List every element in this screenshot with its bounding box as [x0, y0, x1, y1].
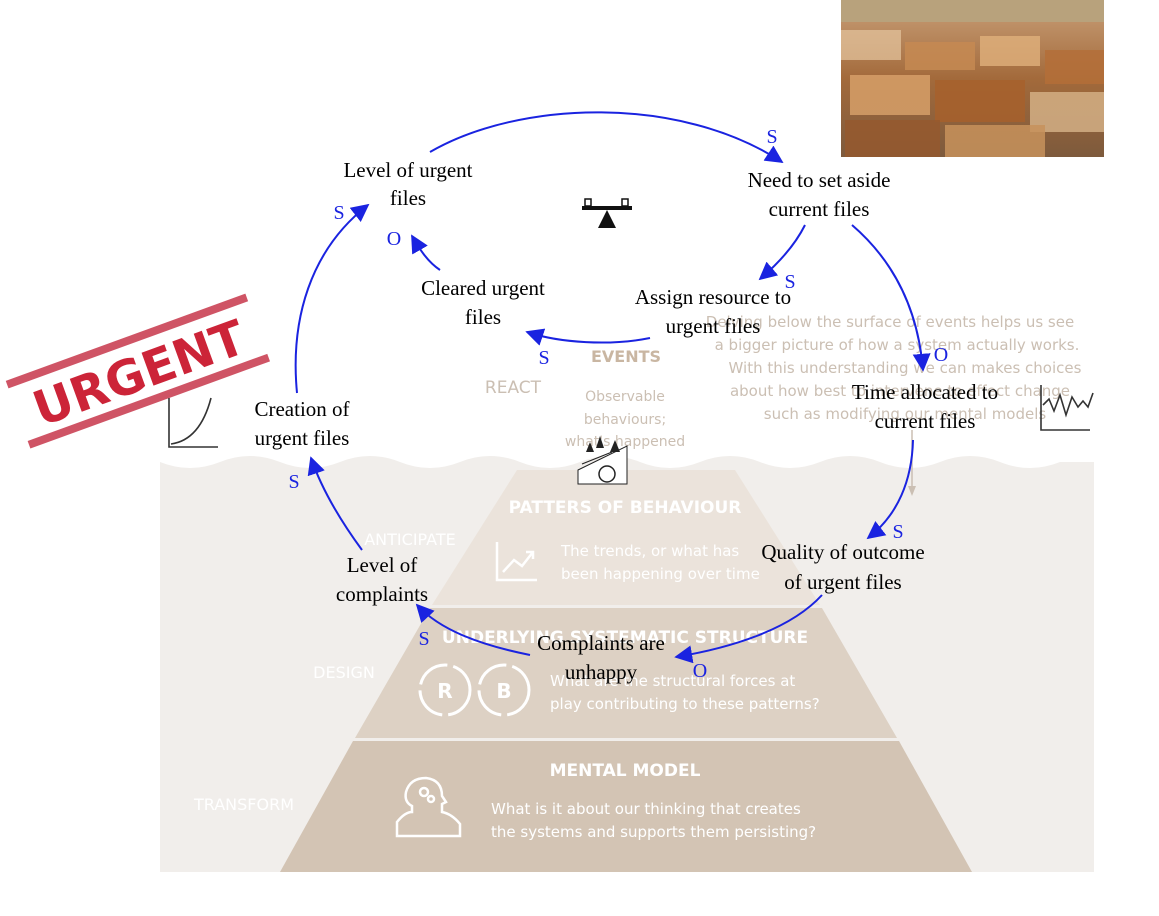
node-level-urgent-2: files	[390, 186, 426, 210]
node-complaints-1: Level of	[347, 553, 418, 577]
anticipate-label: ANTICIPATE	[364, 530, 456, 549]
iceberg-background	[160, 456, 1094, 872]
node-quality-1: Quality of outcome	[761, 540, 924, 564]
polarity-unhappy-complaints: S	[418, 628, 429, 650]
link-quality-to-unhappy	[674, 594, 823, 664]
causal-links	[294, 111, 931, 664]
structure-desc-2: play contributing to these patterns?	[550, 695, 820, 713]
link-setaside-to-assign	[758, 224, 806, 281]
link-setaside-to-time	[851, 224, 931, 372]
urgent-stamp-text: URGENT	[26, 310, 253, 438]
mental-title: MENTAL MODEL	[550, 761, 701, 781]
polarity-time-quality: S	[892, 521, 903, 543]
pyramid-tier-patterns	[432, 470, 820, 605]
mental-desc-2: the systems and supports them persisting…	[491, 823, 816, 841]
link-unhappy-to-complaints	[415, 603, 531, 656]
polarity-setaside-assign: S	[784, 271, 795, 293]
node-assign-2: urgent files	[666, 314, 761, 338]
node-unhappy-2: unhappy	[565, 660, 638, 684]
events-desc-2: behaviours;	[584, 412, 666, 428]
intro-line-4: about how best to intervene to effect ch…	[730, 382, 1070, 400]
urgent-stamp: URGENT	[5, 293, 270, 449]
exponential-graph-icon	[168, 397, 218, 448]
react-label: REACT	[485, 378, 542, 398]
link-cleared-to-urgent	[411, 234, 441, 271]
polarity-setaside-time: O	[934, 344, 948, 366]
design-label: DESIGN	[313, 663, 375, 682]
polarity-complaints-creation: S	[288, 471, 299, 493]
trend-up-icon	[495, 542, 537, 582]
node-set-aside-1: Need to set aside	[748, 168, 891, 192]
link-time-to-quality	[866, 439, 914, 540]
node-set-aside-2: current files	[769, 197, 870, 221]
events-desc-3: what's happened	[565, 434, 685, 450]
node-time-1: Time allocated to	[852, 380, 998, 404]
node-cleared-1: Cleared urgent	[421, 276, 545, 300]
structure-title: UNDERLYING SYSTEMATIC STRUCTURE	[442, 628, 808, 648]
polarity-assign-cleared: S	[538, 347, 549, 369]
node-creation-2: urgent files	[255, 426, 350, 450]
balancing-loop-letter: B	[496, 679, 511, 703]
snowball-trees-icon	[577, 436, 628, 485]
transform-label: TRANSFORM	[193, 795, 294, 814]
polarity-cleared-urgent: O	[387, 228, 401, 250]
loop-nodes: Level of urgent files Need to set aside …	[254, 158, 998, 684]
link-complaints-to-creation	[307, 456, 363, 551]
polarity-markers: S S O S O S S S S O	[288, 126, 948, 682]
patterns-desc-1: The trends, or what has	[560, 542, 739, 560]
patterns-desc-2: been happening over time	[561, 565, 760, 583]
node-creation-1: Creation of	[254, 397, 349, 421]
node-unhappy-1: Complaints are	[537, 631, 665, 655]
node-complaints-2: complaints	[336, 582, 428, 606]
pyramid-tier-mental	[280, 741, 972, 872]
reinforcing-loop-icon: R	[418, 663, 472, 717]
link-urgent-to-setaside	[429, 111, 784, 163]
seesaw-balance-icon	[582, 198, 632, 228]
files-photo	[841, 0, 1104, 157]
node-cleared-2: files	[465, 305, 501, 329]
balancing-loop-icon: B	[477, 663, 531, 717]
polarity-creation-urgent: S	[333, 202, 344, 224]
polarity-quality-unhappy: O	[693, 660, 707, 682]
oscillation-graph-icon	[1040, 385, 1094, 431]
link-assign-to-cleared	[525, 328, 651, 346]
mental-desc-1: What is it about our thinking that creat…	[491, 800, 801, 818]
head-thinking-icon	[395, 776, 462, 838]
node-time-2: current files	[875, 409, 976, 433]
node-level-urgent-1: Level of urgent	[343, 158, 472, 182]
node-assign-1: Assign resource to	[635, 285, 791, 309]
structure-desc-1: What are the structural forces at	[550, 672, 795, 690]
patterns-title: PATTERS OF BEHAVIOUR	[509, 498, 742, 518]
intro-line-1: Delving below the surface of events help…	[706, 313, 1074, 331]
link-creation-to-urgent	[294, 203, 370, 394]
intro-line-3: With this understanding we can makes cho…	[729, 359, 1082, 377]
intro-line-5: such as modifying our mental models	[764, 405, 1047, 423]
reinforcing-loop-letter: R	[437, 679, 452, 703]
pyramid-tier-structure	[355, 608, 897, 738]
intro-line-2: a bigger picture of how a system actuall…	[715, 336, 1080, 354]
polarity-urgent-setaside: S	[766, 126, 777, 148]
node-quality-2: of urgent files	[784, 570, 901, 594]
events-desc-1: Observable	[585, 389, 665, 405]
events-title: EVENTS	[591, 347, 661, 366]
